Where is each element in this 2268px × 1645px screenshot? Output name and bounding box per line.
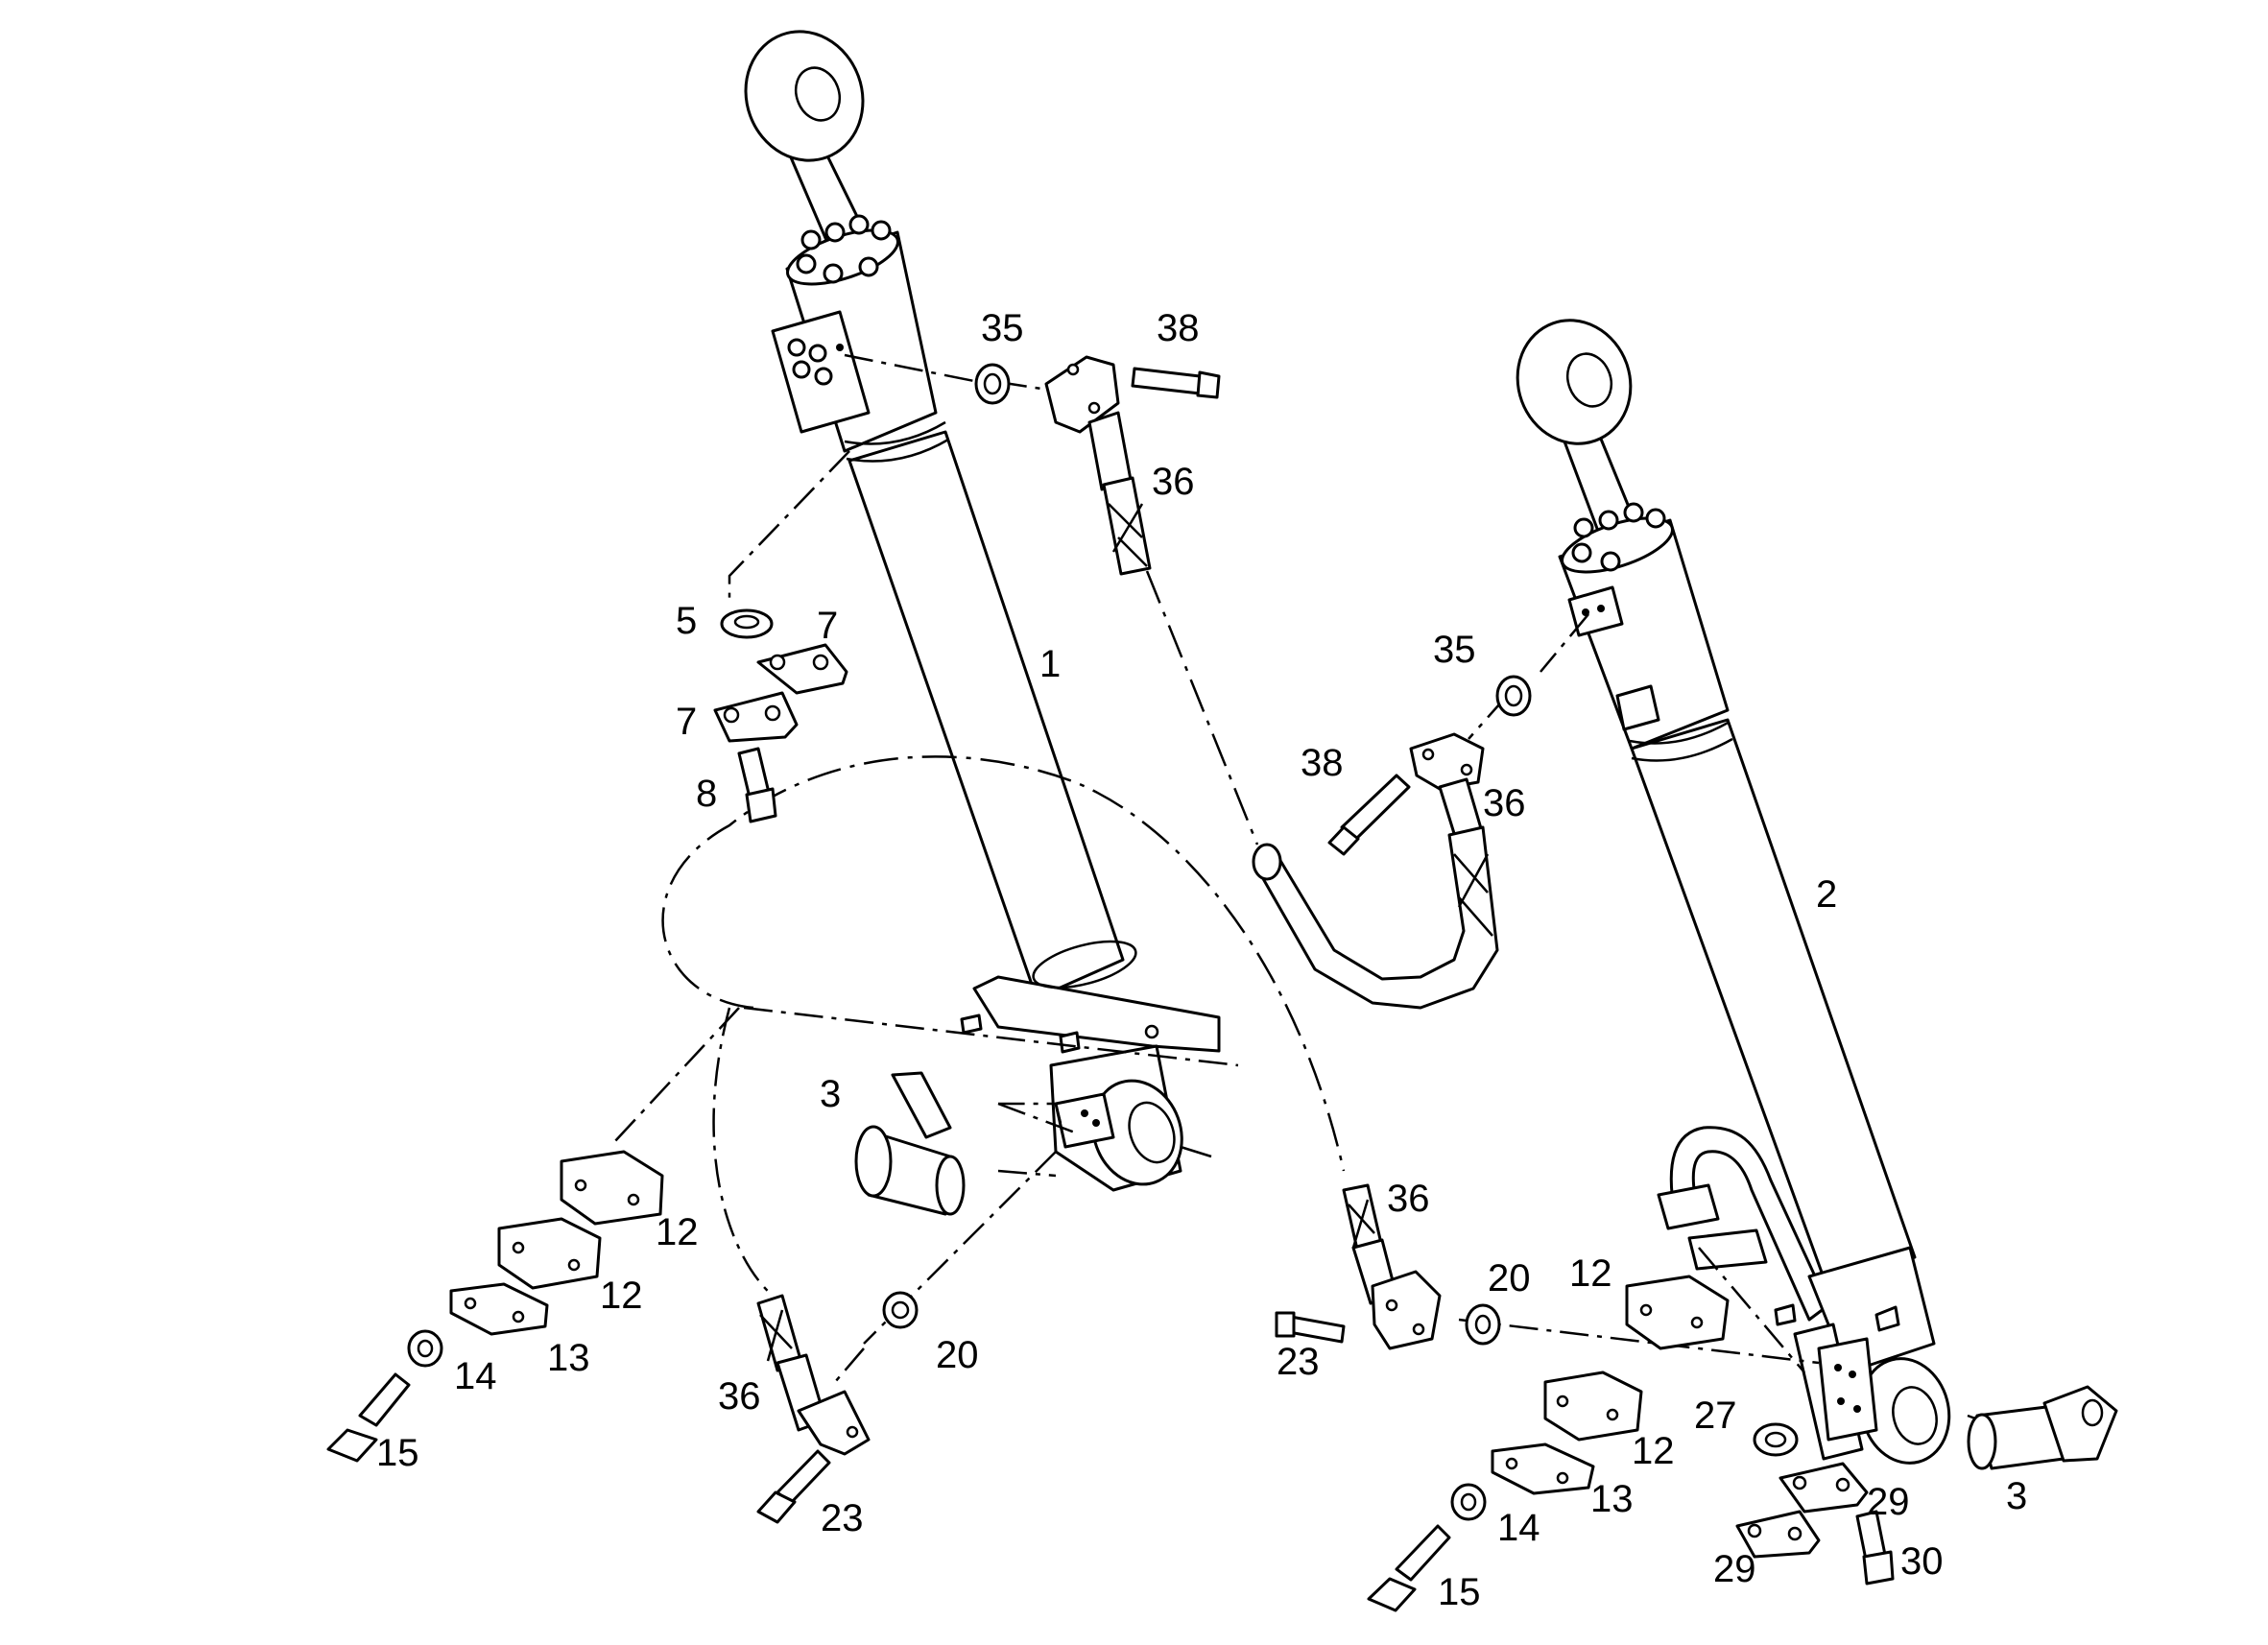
part-13-right — [1491, 1442, 1595, 1495]
cylinder-2 — [1516, 319, 1951, 1465]
callout-7-upper: 7 — [817, 605, 838, 647]
callout-3-right: 3 — [2006, 1475, 2027, 1517]
part-27 — [1753, 1422, 1799, 1457]
callout-12-left-lower: 12 — [600, 1275, 643, 1317]
part-35-right — [1495, 675, 1532, 717]
part-36-lower-left — [756, 1294, 871, 1456]
part-14-left — [407, 1329, 443, 1368]
part-23-left — [756, 1449, 831, 1524]
part-29-upper — [1779, 1462, 1869, 1514]
callout-3-left: 3 — [820, 1073, 841, 1115]
callout-2: 2 — [1816, 873, 1837, 916]
part-3-left — [854, 1071, 966, 1216]
part-5 — [720, 608, 774, 639]
callout-1: 1 — [1039, 643, 1061, 685]
callout-14-left: 14 — [454, 1355, 497, 1397]
callout-36-lower-left: 36 — [718, 1375, 761, 1418]
callout-35-left: 35 — [981, 307, 1024, 349]
part-3-right — [1967, 1385, 2118, 1470]
callout-35-right: 35 — [1433, 629, 1476, 671]
callout-38-upper: 38 — [1157, 307, 1200, 349]
cylinder-1 — [744, 30, 1221, 1192]
part-29-lower — [1735, 1510, 1821, 1559]
callout-14-right: 14 — [1497, 1507, 1540, 1549]
part-36-right-hose — [1252, 732, 1499, 1010]
part-20-right — [1465, 1303, 1501, 1346]
part-36-upper-hose — [1044, 355, 1152, 576]
part-20-left — [882, 1291, 919, 1329]
callout-36-right-hose: 36 — [1483, 782, 1526, 824]
callout-15-right: 15 — [1438, 1571, 1481, 1613]
part-15-right — [1367, 1524, 1451, 1612]
part-36-lower-right — [1342, 1183, 1442, 1350]
part-8 — [737, 747, 777, 823]
part-12-right-lower — [1543, 1371, 1643, 1442]
part-30 — [1855, 1510, 1895, 1585]
part-7-upper — [756, 643, 848, 695]
part-12-left-upper — [560, 1150, 664, 1226]
callout-38-right: 38 — [1301, 742, 1344, 784]
part-7-lower — [713, 691, 799, 743]
part-14-right — [1450, 1483, 1487, 1521]
callout-7-lower: 7 — [676, 701, 697, 743]
callout-29-lower: 29 — [1713, 1548, 1756, 1590]
callout-8: 8 — [696, 773, 717, 815]
part-13-left — [449, 1282, 549, 1336]
callout-12-right-upper: 12 — [1569, 1252, 1612, 1295]
part-23-right — [1275, 1311, 1346, 1344]
callout-12-left-upper: 12 — [656, 1211, 699, 1253]
callout-36-upper: 36 — [1152, 461, 1195, 503]
callout-13-right: 13 — [1590, 1478, 1634, 1520]
callout-23-left: 23 — [821, 1497, 864, 1539]
part-12-left-lower — [497, 1217, 602, 1290]
callout-23-right: 23 — [1277, 1341, 1320, 1383]
part-12-right-upper — [1625, 1275, 1730, 1350]
callout-20-left: 20 — [936, 1334, 979, 1376]
callout-20-right: 20 — [1488, 1257, 1531, 1299]
callout-30: 30 — [1900, 1540, 1944, 1583]
part-15-left — [326, 1372, 411, 1463]
callout-36-lower-right: 36 — [1387, 1178, 1430, 1220]
callout-labels: 1 2 3 3 5 7 7 8 12 12 12 12 13 13 14 14 … — [376, 307, 2027, 1613]
callout-29-upper: 29 — [1867, 1481, 1910, 1523]
callout-27: 27 — [1694, 1395, 1737, 1437]
callout-15-left: 15 — [376, 1432, 419, 1474]
callout-5: 5 — [676, 600, 697, 642]
part-35-left — [974, 363, 1011, 405]
part-38-right — [1327, 774, 1411, 856]
part-38-left — [1131, 367, 1221, 399]
callout-12-right-lower: 12 — [1632, 1430, 1675, 1472]
callout-13-left: 13 — [547, 1337, 590, 1379]
